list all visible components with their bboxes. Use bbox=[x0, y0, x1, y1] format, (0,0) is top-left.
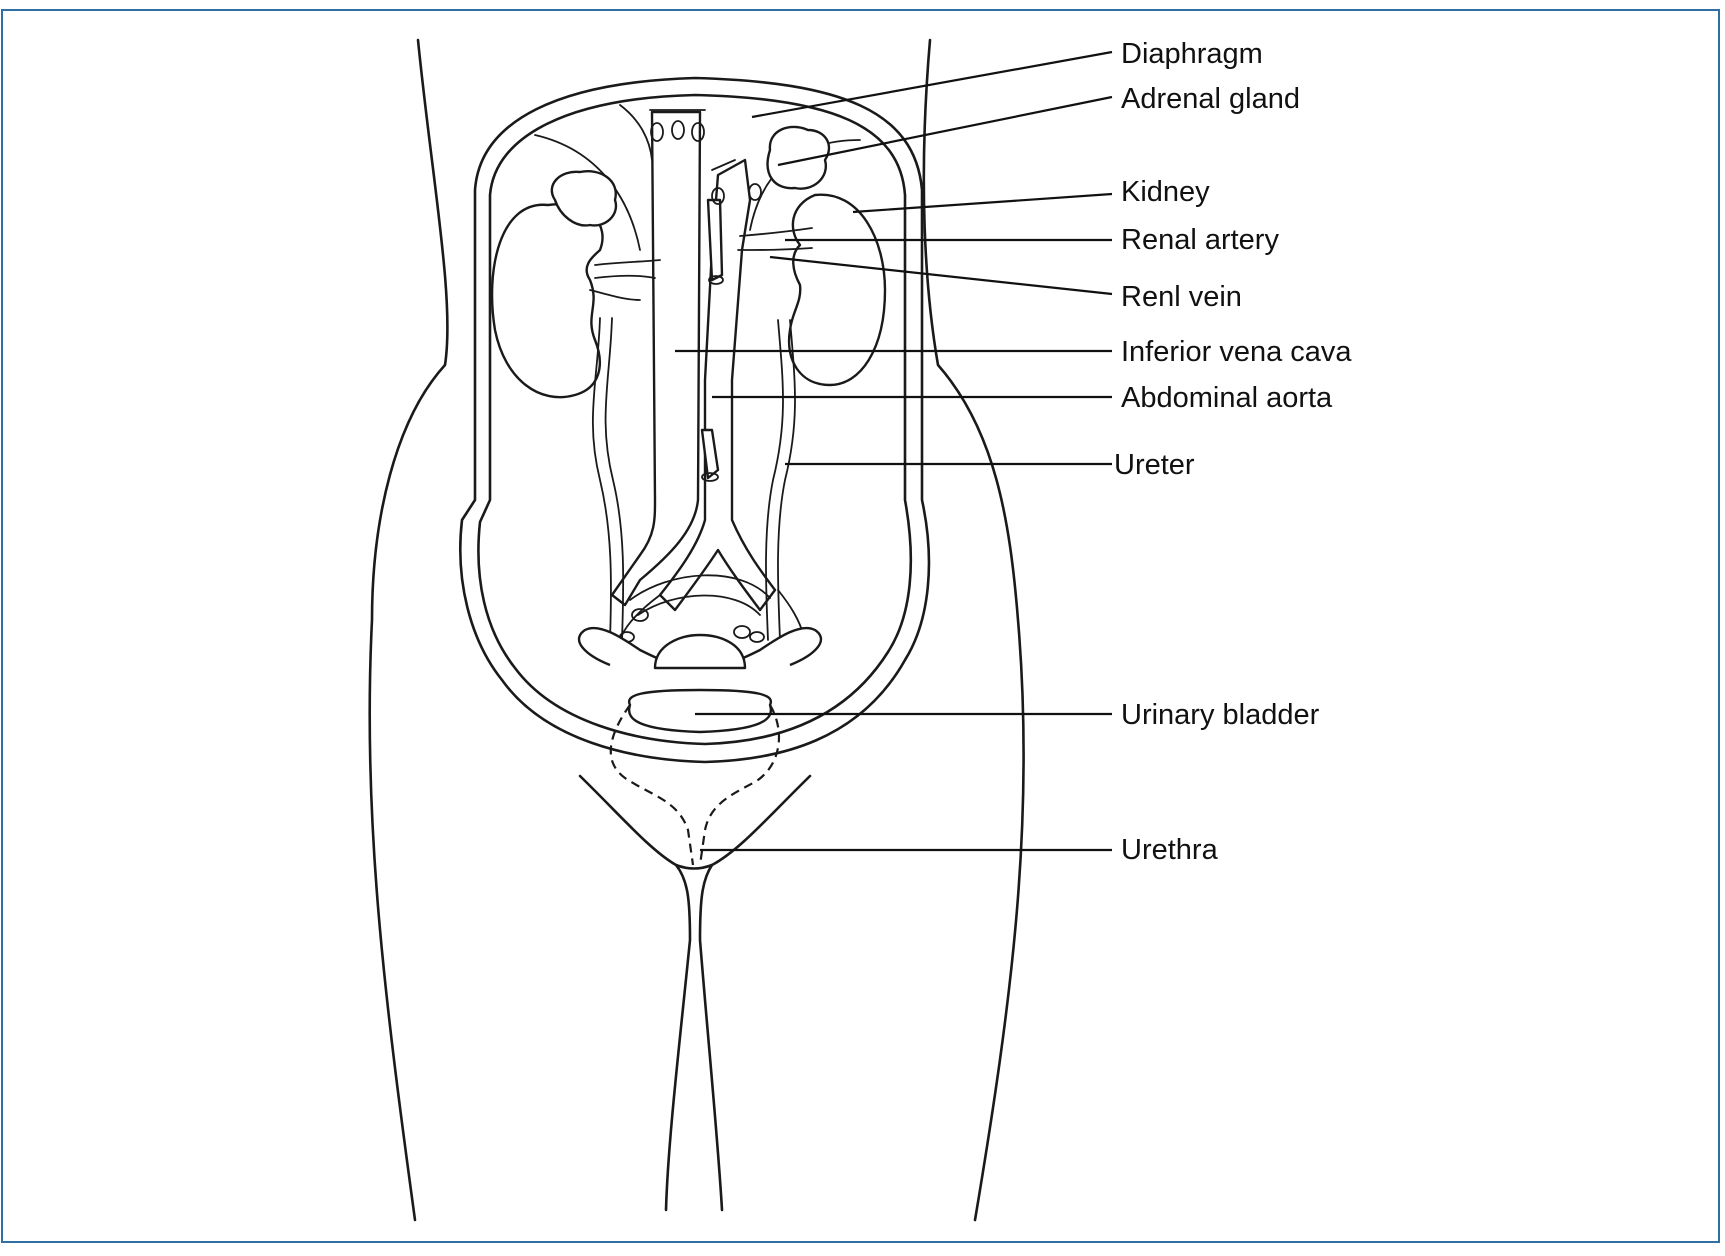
right-kidney-shape bbox=[737, 125, 887, 641]
leader-lines bbox=[675, 50, 1113, 852]
label-urinary-bladder: Urinary bladder bbox=[1121, 699, 1320, 731]
label-inferior-vena-cava: Inferior vena cava bbox=[1121, 336, 1352, 368]
label-kidney: Kidney bbox=[1121, 176, 1210, 208]
label-ureter: Ureter bbox=[1114, 449, 1195, 481]
leader-adrenal-gland bbox=[777, 95, 1113, 167]
leader-diaphragm bbox=[751, 50, 1113, 119]
abdominal-aorta-shape bbox=[658, 158, 777, 612]
leader-renal-vein bbox=[769, 255, 1113, 296]
label-renal-vein: Renl vein bbox=[1121, 281, 1242, 313]
left-kidney-shape bbox=[490, 170, 661, 641]
pelvic-organs bbox=[578, 626, 822, 670]
iliac-vessels bbox=[619, 574, 806, 643]
label-abdominal-aorta: Abdominal aorta bbox=[1121, 382, 1333, 414]
leader-kidney bbox=[852, 192, 1113, 214]
body-outline bbox=[368, 38, 1025, 1222]
label-urethra: Urethra bbox=[1121, 834, 1218, 866]
label-diaphragm: Diaphragm bbox=[1121, 38, 1263, 70]
urinary-bladder-shape bbox=[609, 688, 781, 866]
label-adrenal-gland: Adrenal gland bbox=[1121, 83, 1300, 115]
inferior-vena-cava-shape bbox=[610, 109, 706, 607]
label-renal-artery: Renal artery bbox=[1121, 224, 1279, 256]
